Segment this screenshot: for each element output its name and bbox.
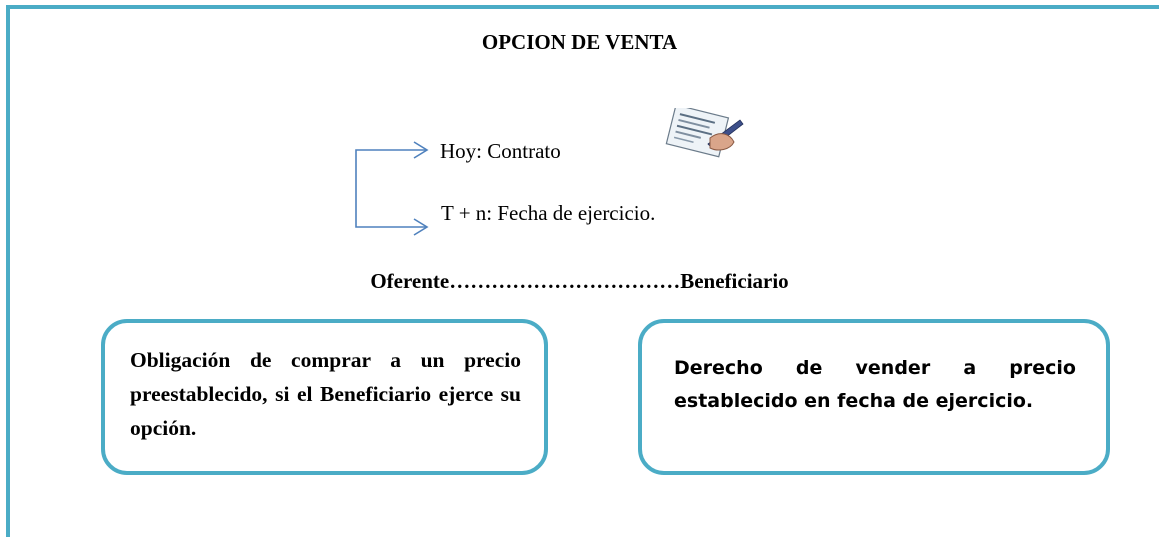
arrow-head-exercise — [413, 218, 429, 236]
beneficiario-right-box: Derecho de vender a precio establecido e… — [638, 319, 1110, 475]
parties-label: Oferente……………………………Beneficiario — [370, 269, 789, 293]
oferente-obligation-text: Obligación de comprar a un precio preest… — [130, 348, 521, 440]
bracket-line — [355, 149, 426, 228]
timeline-today-label: Hoy: Contrato — [440, 139, 561, 163]
frame-left-border — [6, 5, 10, 537]
timeline-exercise-label: T + n: Fecha de ejercicio. — [441, 201, 656, 225]
timeline-bracket — [355, 141, 429, 236]
page-title: OPCION DE VENTA — [481, 30, 678, 54]
signing-document-icon — [665, 108, 744, 158]
oferente-obligation-box: Obligación de comprar a un precio preest… — [101, 319, 548, 475]
frame-top-border — [6, 5, 1159, 9]
arrow-head-today — [413, 141, 429, 159]
beneficiario-right-text: Derecho de vender a precio establecido e… — [674, 357, 1076, 412]
